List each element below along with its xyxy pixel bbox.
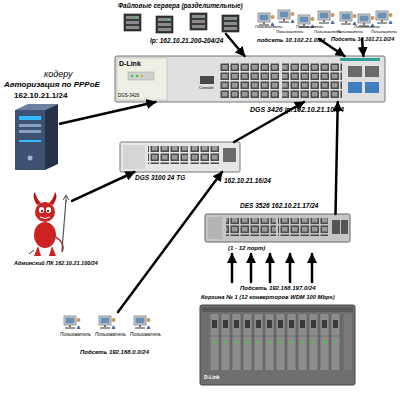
user-pc-icons bbox=[64, 316, 151, 329]
access-switch: DGS 3100 24 TG162.10.21.16/24 bbox=[120, 142, 240, 172]
node-label: Админский ПК 162.10.21.100/24 bbox=[14, 261, 98, 267]
node-label: DGS 3426 ip:162.10.21.10/24 bbox=[250, 106, 344, 113]
node-label: 162.10.21.16/24 bbox=[224, 178, 271, 185]
daemon-mascot bbox=[29, 192, 69, 256]
node-label: Авторизация по PPPoE bbox=[4, 81, 100, 89]
node-label: Файловые сервера (разделительные) bbox=[118, 3, 243, 10]
node-label: DGS-3426 bbox=[118, 94, 139, 99]
node-label: Подсеть 10.101.21.0/24 bbox=[331, 37, 394, 43]
node-label: Подсеть 192.168.197.0/24 bbox=[240, 285, 316, 291]
node-label: (1 - 12 порт) bbox=[228, 245, 265, 251]
link-arrow bbox=[226, 34, 245, 56]
link-arrow bbox=[311, 254, 314, 282]
user-subnet: Подсеть 192.168.0.0/24 bbox=[55, 312, 160, 345]
node-label: Подсеть 192.168.0.0/24 bbox=[80, 349, 149, 355]
user-label: Пользователь bbox=[296, 25, 323, 29]
switch-illustration bbox=[120, 142, 240, 172]
link-arrow bbox=[250, 254, 253, 282]
admin-pc: Админский ПК 162.10.21.100/24 bbox=[20, 198, 72, 256]
user-label: Пользователь bbox=[276, 30, 303, 34]
node-label: DGS 3100 24 TG bbox=[135, 175, 185, 182]
core-switch: D-LinkDGS-3426ConsoleDGS 3426 ip:162.10.… bbox=[115, 56, 385, 102]
user-label: Пользователь bbox=[95, 333, 126, 338]
user-label: Пользователь bbox=[337, 31, 363, 35]
link-arrow bbox=[336, 102, 338, 214]
user-label: Пользователь bbox=[60, 333, 91, 338]
link-arrow bbox=[234, 102, 304, 142]
link-arrow bbox=[231, 254, 234, 282]
link-arrow bbox=[72, 172, 134, 201]
node-label: Ip: 162.10.21.200-204/24 bbox=[150, 38, 223, 45]
link-arrow bbox=[269, 254, 272, 282]
pppoe-server: кодеруАвторизация по PPPoE162.10.21.1/24 bbox=[10, 104, 60, 170]
node-label: D-Link bbox=[204, 375, 220, 380]
node-label: D-Link bbox=[119, 60, 141, 67]
converter-chassis: Подсеть 192.168.197.0/24Корзина № 1 (12 … bbox=[200, 282, 355, 385]
link-arrow bbox=[319, 39, 345, 56]
node-label: DES 3526 162.10.21.17/24 bbox=[240, 203, 318, 210]
switch-illustration bbox=[115, 56, 385, 102]
link-arrow bbox=[60, 102, 156, 124]
user-label: Пользователь bbox=[255, 25, 282, 29]
user-pc-icons bbox=[340, 11, 393, 27]
server-tower bbox=[15, 104, 58, 170]
node-label: кодеру bbox=[44, 70, 72, 79]
access-switch: DES 3526 162.10.21.17/24(1 - 12 порт) bbox=[205, 214, 350, 254]
user-subnet: Подсеть 10.101.21.0/24 bbox=[335, 9, 395, 39]
node-label: Console bbox=[199, 86, 214, 90]
switch-illustration bbox=[205, 214, 350, 242]
user-label: Пользователь bbox=[130, 333, 161, 338]
user-label: Пользователь bbox=[371, 31, 397, 35]
node-label: 162.10.21.1/24 bbox=[14, 92, 67, 100]
link-arrow bbox=[118, 172, 222, 312]
node-label: подсеть 10.102.21.0/24 bbox=[257, 37, 325, 43]
node-label: Корзина № 1 (12 конверторов WDM 100 Mbps… bbox=[201, 295, 335, 301]
link-arrow bbox=[362, 39, 363, 56]
file-servers: Файловые сервера (разделительные)Ip: 162… bbox=[118, 12, 245, 34]
user-subnet: подсеть 10.102.21.0/24 bbox=[255, 9, 335, 39]
user-label: Пользователь bbox=[354, 26, 380, 30]
link-arrow bbox=[289, 254, 292, 282]
converter-chassis bbox=[200, 305, 355, 385]
file-server-icons bbox=[124, 13, 239, 33]
